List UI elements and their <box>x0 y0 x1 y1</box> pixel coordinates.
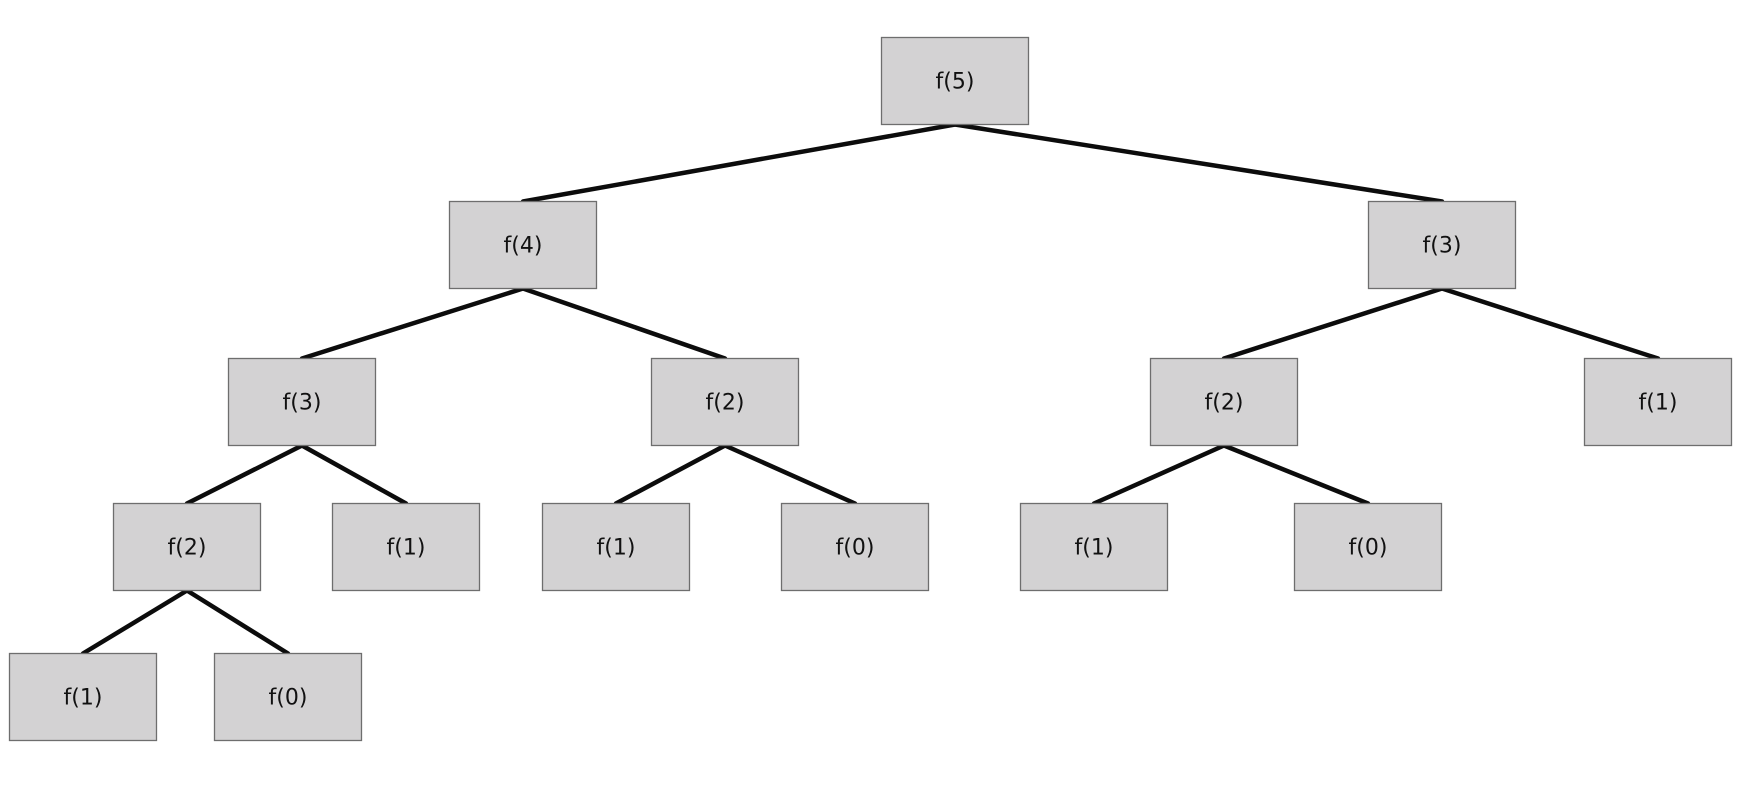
node-box <box>213 652 363 742</box>
tree-edge <box>520 122 958 204</box>
tree-edges <box>80 122 1661 656</box>
tree-edge <box>1221 443 1371 506</box>
tree-node: f(0) <box>213 652 363 742</box>
tree-edge <box>80 588 190 656</box>
tree-edge <box>1221 286 1445 361</box>
tree-node: f(5) <box>880 36 1030 126</box>
node-label: f(0) <box>269 686 308 711</box>
node-box <box>1293 502 1443 592</box>
tree-node: f(1) <box>1583 357 1733 447</box>
tree-edge <box>1439 286 1661 361</box>
node-label: f(1) <box>387 536 426 561</box>
tree-node: f(0) <box>1293 502 1443 592</box>
node-box <box>1019 502 1169 592</box>
node-label: f(1) <box>1639 391 1678 416</box>
node-label: f(4) <box>504 234 543 259</box>
node-box <box>112 502 262 592</box>
tree-edge <box>952 122 1445 204</box>
node-box <box>227 357 377 447</box>
node-label: f(2) <box>706 391 745 416</box>
tree-edge <box>613 443 728 506</box>
tree-node: f(3) <box>227 357 377 447</box>
tree-node: f(0) <box>780 502 930 592</box>
node-label: f(1) <box>64 686 103 711</box>
node-box <box>448 200 598 290</box>
node-label: f(3) <box>1423 234 1462 259</box>
tree-edge <box>1091 443 1227 506</box>
node-label: f(2) <box>168 536 207 561</box>
node-box <box>1367 200 1517 290</box>
tree-node: f(3) <box>1367 200 1517 290</box>
node-label: f(2) <box>1205 391 1244 416</box>
node-box <box>331 502 481 592</box>
node-box <box>1583 357 1733 447</box>
node-box <box>880 36 1030 126</box>
tree-edge <box>299 443 409 506</box>
tree-node: f(2) <box>650 357 800 447</box>
node-label: f(0) <box>1349 536 1388 561</box>
node-label: f(5) <box>936 70 975 95</box>
node-box <box>1149 357 1299 447</box>
tree-edge <box>184 588 291 656</box>
node-box <box>8 652 158 742</box>
tree-node: f(2) <box>1149 357 1299 447</box>
tree-node: f(1) <box>541 502 691 592</box>
node-label: f(0) <box>836 536 875 561</box>
tree-nodes: f(5) f(4) f(3) f(3) f(2) f(2) f(1) f(2) f(1) f(1)… <box>8 36 1733 742</box>
node-box <box>780 502 930 592</box>
tree-node: f(1) <box>331 502 481 592</box>
tree-node: f(4) <box>448 200 598 290</box>
node-label: f(1) <box>1075 536 1114 561</box>
node-box <box>541 502 691 592</box>
tree-edge <box>299 286 526 361</box>
tree-node: f(2) <box>112 502 262 592</box>
tree-node: f(1) <box>8 652 158 742</box>
tree-edge <box>722 443 858 506</box>
tree-edge <box>184 443 305 506</box>
node-label: f(1) <box>597 536 636 561</box>
node-box <box>650 357 800 447</box>
tree-node: f(1) <box>1019 502 1169 592</box>
tree-edge <box>520 286 728 361</box>
node-label: f(3) <box>283 391 322 416</box>
